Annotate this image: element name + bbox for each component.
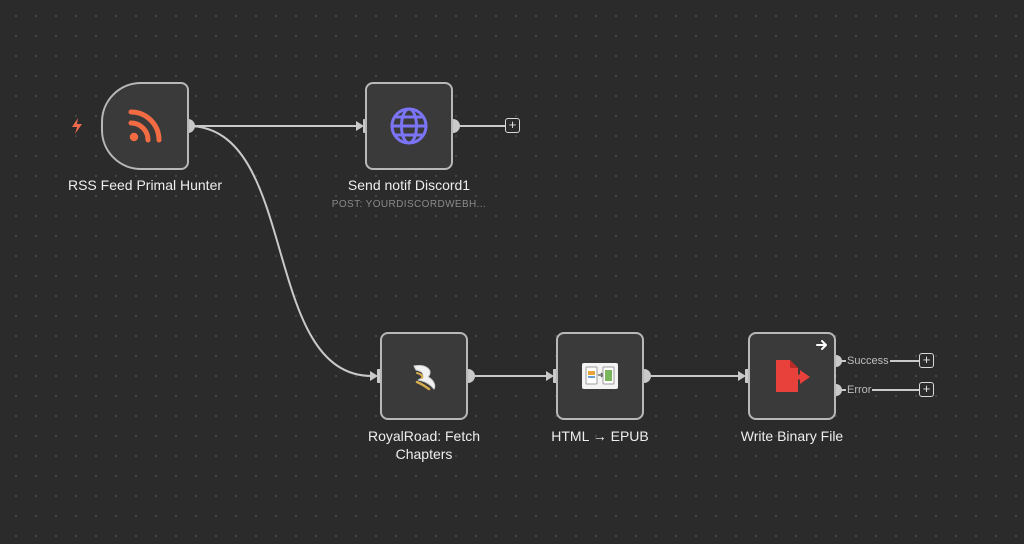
node-html-to-epub[interactable] bbox=[556, 332, 644, 420]
node-royalroad-label-line1: RoyalRoad: Fetch bbox=[367, 428, 481, 444]
arrowhead bbox=[738, 371, 746, 381]
node-discord-label: Send notif Discord1 bbox=[347, 177, 471, 193]
node-html-epub-label: HTML → EPUB bbox=[551, 428, 649, 444]
add-node-error-button[interactable]: + bbox=[919, 382, 934, 397]
node-write-binary-label: Write Binary File bbox=[740, 428, 844, 444]
node-rss-feed[interactable] bbox=[101, 82, 189, 170]
connection-rss-to-royalroad bbox=[187, 125, 373, 377]
execute-arrow-icon[interactable] bbox=[815, 338, 829, 352]
node-write-binary-file[interactable] bbox=[748, 332, 836, 420]
node-royalroad-label-line2: Chapters bbox=[395, 446, 453, 462]
add-node-success-button[interactable]: + bbox=[919, 353, 934, 368]
trigger-bolt-icon bbox=[72, 118, 82, 134]
arrowhead bbox=[370, 371, 378, 381]
node-rss-label: RSS Feed Primal Hunter bbox=[67, 177, 223, 193]
html-epub-icon bbox=[582, 363, 618, 389]
arrowhead bbox=[546, 371, 554, 381]
node-discord-sublabel: POST: YOURDISCORDWEBH... bbox=[331, 199, 487, 210]
node-royalroad-label: RoyalRoad: Fetch Chapters bbox=[330, 427, 518, 463]
node-royalroad-fetch[interactable] bbox=[380, 332, 468, 420]
arrowhead bbox=[356, 121, 364, 131]
output-label-success: Success bbox=[846, 355, 890, 367]
node-send-notif-discord[interactable] bbox=[365, 82, 453, 170]
royalroad-logo-icon bbox=[413, 365, 436, 391]
globe-icon bbox=[390, 107, 428, 145]
output-label-error: Error bbox=[846, 384, 873, 396]
rss-icon bbox=[128, 109, 162, 143]
add-node-after-discord-button[interactable]: + bbox=[505, 118, 520, 133]
file-export-icon bbox=[776, 360, 810, 392]
